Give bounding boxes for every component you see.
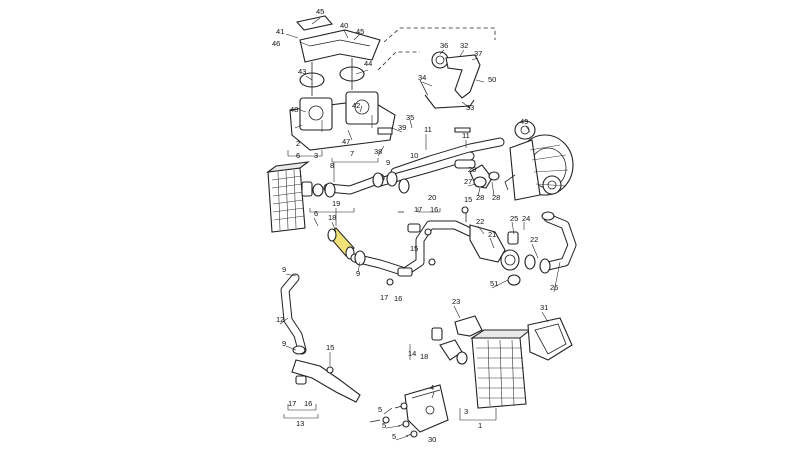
pipe-12	[280, 273, 361, 403]
callout-15b: 15	[410, 244, 418, 253]
intercooler-left	[266, 161, 324, 233]
callout-33: 33	[466, 103, 474, 112]
callout-11b: 11	[462, 131, 470, 140]
turbo-support-parts	[419, 51, 481, 133]
callout-17c: 17	[414, 205, 422, 214]
callout-28b: 28	[492, 193, 500, 202]
callout-38: 38	[374, 147, 382, 156]
callout-51: 51	[490, 279, 498, 288]
callout-9b: 9	[282, 339, 286, 348]
callout-30: 30	[428, 435, 436, 444]
callout-2: 2	[296, 139, 300, 148]
callout-45: 45	[316, 7, 324, 16]
bolts	[326, 206, 469, 438]
callout-9: 9	[282, 265, 286, 274]
callout-22b: 22	[530, 235, 538, 244]
callout-20: 20	[428, 193, 436, 202]
callout-5b: 5	[382, 421, 386, 430]
callout-17b: 17	[380, 293, 388, 302]
callout-12: 12	[276, 315, 284, 324]
callout-10: 10	[410, 151, 418, 160]
callout-25: 25	[510, 214, 518, 223]
callout-14: 14	[408, 349, 416, 358]
callout-48: 48	[290, 105, 298, 114]
callout-4: 4	[430, 383, 434, 392]
callout-7: 7	[350, 149, 354, 158]
callout-16b: 16	[394, 294, 402, 303]
callout-9c: 9	[356, 269, 360, 278]
callout-3: 3	[314, 151, 318, 160]
callout-32: 32	[460, 41, 468, 50]
callout-19: 19	[332, 199, 340, 208]
callout-37: 37	[474, 49, 482, 58]
callout-40: 40	[340, 21, 348, 30]
callout-26: 26	[550, 283, 558, 292]
callout-31: 31	[540, 303, 548, 312]
callout-45b: 45	[356, 27, 364, 36]
callout-23: 23	[452, 297, 460, 306]
callout-42: 42	[352, 101, 360, 110]
callout-5: 5	[378, 405, 382, 414]
intercooler-right	[454, 315, 532, 409]
callout-36: 36	[440, 41, 448, 50]
bracket-30	[404, 384, 449, 433]
callout-43: 43	[298, 67, 306, 76]
callout-labels: 1 2 3 3 4 5 5 5 6 6 7 8 9 9 9 9 10 11 11…	[272, 7, 558, 444]
callout-50: 50	[488, 75, 496, 84]
group-brackets	[283, 150, 497, 421]
callout-46: 46	[272, 39, 280, 48]
callout-27: 27	[464, 177, 472, 186]
callout-34: 34	[418, 73, 426, 82]
callout-16: 16	[304, 399, 312, 408]
callout-3b: 3	[464, 407, 468, 416]
callout-28: 28	[476, 193, 484, 202]
callout-11: 11	[424, 125, 432, 134]
callout-49: 49	[520, 117, 528, 126]
callout-17: 17	[288, 399, 296, 408]
exhaust-manifold-assembly	[289, 15, 396, 151]
callout-44: 44	[364, 59, 372, 68]
callout-39: 39	[398, 123, 406, 132]
highlighted-hose-19	[327, 227, 355, 260]
turbocharger	[504, 120, 574, 201]
hose-26	[524, 211, 577, 274]
callout-15c: 15	[464, 195, 472, 204]
callout-22: 22	[476, 217, 484, 226]
charge-pipe	[350, 220, 475, 277]
small-parts-14-18	[431, 327, 468, 365]
assembly-outline	[383, 27, 496, 43]
callout-35: 35	[406, 113, 414, 122]
leader-lines	[279, 17, 561, 441]
callout-47: 47	[342, 137, 350, 146]
hose-7	[323, 172, 385, 198]
throttle-connector	[469, 224, 521, 286]
callout-13: 13	[296, 419, 304, 428]
callout-41: 41	[276, 27, 284, 36]
callout-16c: 16	[430, 205, 438, 214]
callout-29: 29	[468, 165, 476, 174]
callout-24: 24	[522, 214, 530, 223]
callout-21: 21	[488, 230, 496, 239]
assembly-outline	[377, 51, 420, 71]
air-guide-31	[527, 317, 573, 361]
pipe-section-10	[375, 137, 505, 194]
callout-1: 1	[478, 421, 482, 430]
callout-18: 18	[328, 213, 336, 222]
callout-15: 15	[326, 343, 334, 352]
small-hose-27-28	[469, 164, 500, 189]
callout-9d: 9	[386, 158, 390, 167]
callout-18b: 18	[420, 352, 428, 361]
callout-6b: 6	[314, 209, 318, 218]
callout-5c: 5	[392, 432, 396, 441]
callout-8: 8	[330, 161, 334, 170]
callout-6: 6	[296, 151, 300, 160]
